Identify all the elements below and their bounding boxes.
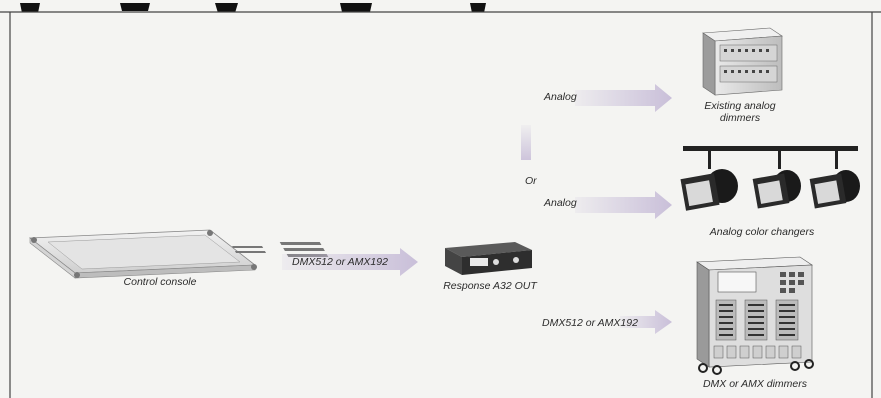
response-unit-label: Response A32 OUT bbox=[443, 280, 537, 292]
fixture-3 bbox=[809, 151, 860, 209]
color-changers-label: Analog color changers bbox=[709, 226, 815, 238]
analog-top-label: Analog bbox=[544, 91, 577, 103]
arrow-analog-mid bbox=[575, 191, 672, 219]
heading-fragment bbox=[20, 3, 486, 12]
or-label: Or bbox=[525, 175, 537, 187]
dmx-dimmers-label: DMX or AMX dimmers bbox=[702, 378, 808, 390]
arrow-dmx-out bbox=[620, 310, 672, 334]
control-console-label: Control console bbox=[123, 276, 197, 288]
existing-dimmers-label-line1: Existing analog bbox=[704, 100, 776, 112]
dmx-in-label: DMX512 or AMX192 bbox=[292, 256, 388, 268]
arrow-dmx-in bbox=[282, 248, 418, 276]
dmx-out-label: DMX512 or AMX192 bbox=[542, 317, 638, 329]
fixture-2 bbox=[752, 151, 801, 209]
cropped-heading bbox=[0, 0, 881, 12]
existing-dimmers-label-line2: dimmers bbox=[719, 112, 761, 124]
arrow-or-vertical bbox=[521, 125, 531, 160]
control-console-icon bbox=[28, 229, 329, 279]
dmx-dimmers-icon bbox=[696, 256, 814, 375]
color-changers-icon bbox=[680, 146, 860, 211]
fixture-1 bbox=[680, 151, 738, 211]
analog-mid-label: Analog bbox=[544, 197, 577, 209]
arrow-analog-top bbox=[575, 84, 672, 112]
analog-dimmers-icon bbox=[702, 27, 783, 96]
response-unit-icon bbox=[445, 242, 532, 275]
